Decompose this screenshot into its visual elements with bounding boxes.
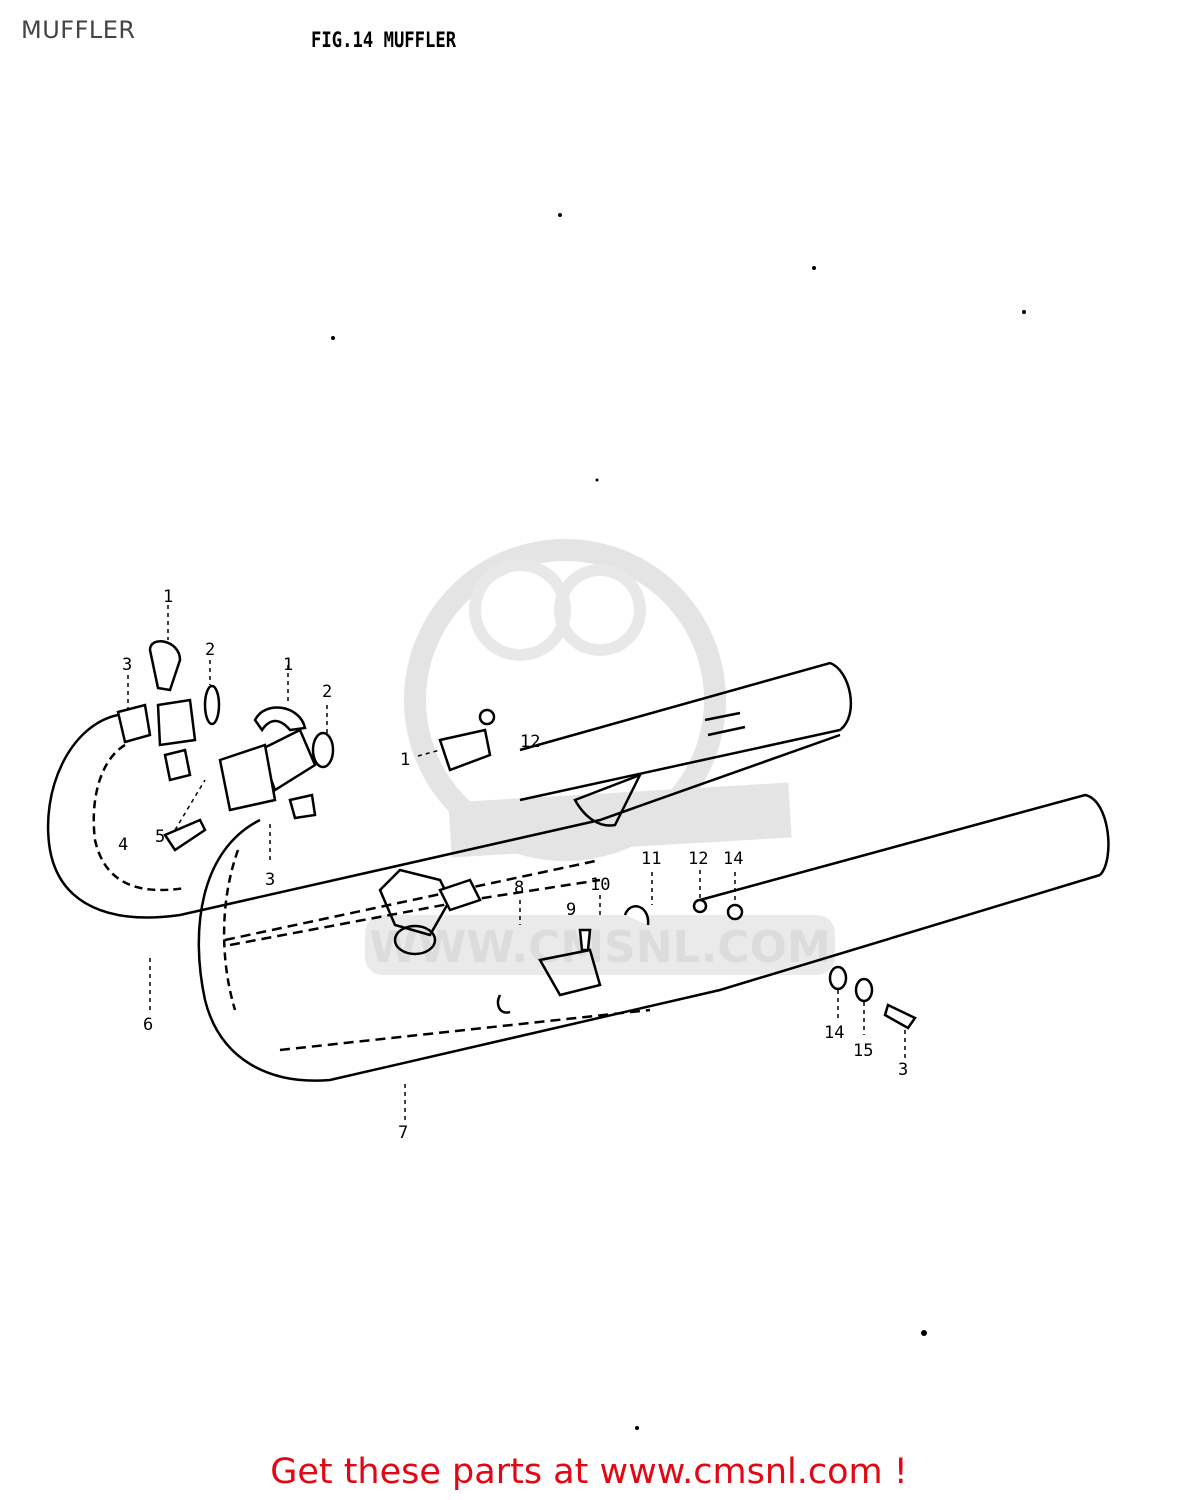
bolt-4 xyxy=(163,818,207,852)
clamp-3 xyxy=(116,703,152,744)
clamp-bracket xyxy=(163,748,192,782)
muffler-7-mark xyxy=(496,994,511,1014)
watermark-cms-band xyxy=(448,782,792,858)
bolt-3 xyxy=(883,1003,917,1030)
callout-label: 9 xyxy=(566,900,576,920)
washer-10 xyxy=(623,905,650,926)
figure-title: FIG.14 MUFFLER xyxy=(311,28,457,52)
bracket-8 xyxy=(438,878,482,912)
muffler-7-lower-edge xyxy=(279,1008,651,1052)
callout-label: 8 xyxy=(514,878,524,898)
leader-lines xyxy=(127,605,906,1120)
watermark-goggle-left xyxy=(469,559,571,661)
bolt-9 xyxy=(578,928,592,952)
callout-label: 12 xyxy=(520,732,540,752)
callout-label: 1 xyxy=(400,750,410,770)
small-parts xyxy=(116,640,917,1030)
washer-14b xyxy=(828,965,848,991)
connector-pipe xyxy=(156,698,197,747)
clamp-bracket-b xyxy=(288,793,317,820)
gasket-2b xyxy=(311,731,335,769)
muffler-6-marks xyxy=(704,711,746,737)
exhaust-pipe-7-inner xyxy=(222,849,240,1011)
muffler-6 xyxy=(46,661,853,942)
exhaust-pipe-7 xyxy=(197,818,1101,1082)
screw-12b xyxy=(692,898,708,914)
callout-label: 5 xyxy=(155,827,165,847)
watermark-goggle-right xyxy=(554,564,646,656)
exhaust-pipe-joint-1 xyxy=(148,640,182,692)
nut-15 xyxy=(854,977,874,1003)
leader-11 xyxy=(417,749,441,757)
cms-watermark: WWW.CMSNL.COM xyxy=(365,539,835,975)
gasket-2 xyxy=(203,684,221,726)
callout-label: 1 xyxy=(283,655,293,675)
callout-label: 2 xyxy=(205,640,215,660)
exhaust-pipe-6-inner xyxy=(92,743,186,892)
clamp-3b xyxy=(218,743,277,812)
callout-label: 14 xyxy=(723,849,743,869)
callout-label: 4 xyxy=(118,835,128,855)
watermark-text: WWW.CMSNL.COM xyxy=(369,922,831,973)
watermark-url-band xyxy=(365,915,835,975)
washer-14 xyxy=(726,903,744,921)
footer-promo: Get these parts at www.cmsnl.com ! xyxy=(270,1452,908,1492)
screw-12 xyxy=(478,708,496,726)
muffler-6-body xyxy=(519,661,853,802)
callout-labels: 1 2 3 1 2 5 4 3 6 7 1 12 8 9 10 11 12 14… xyxy=(118,587,908,1143)
callout-label: 10 xyxy=(590,875,610,895)
callout-label: 15 xyxy=(853,1041,873,1061)
exploded-view-diagram: WWW.CMSNL.COM xyxy=(46,213,1110,1430)
page-title: MUFFLER xyxy=(21,16,136,44)
callout-label: 12 xyxy=(688,849,708,869)
muffler-7-body xyxy=(699,793,1110,902)
exhaust-pipe-6 xyxy=(46,713,841,919)
exhaust-pipe-joint-1b xyxy=(253,706,307,733)
callout-label: 7 xyxy=(398,1123,408,1143)
cap-11 xyxy=(438,728,492,772)
mounting-bracket xyxy=(538,948,602,997)
callout-label: 3 xyxy=(898,1060,908,1080)
callout-label: 1 xyxy=(163,587,173,607)
leader-5 xyxy=(174,779,206,831)
muffler-6-bracket xyxy=(573,772,643,827)
scan-specks xyxy=(331,213,1026,1430)
callout-label: 2 xyxy=(322,682,332,702)
callout-label: 14 xyxy=(824,1023,844,1043)
callout-label: 3 xyxy=(265,870,275,890)
callout-label: 11 xyxy=(641,849,661,869)
muffler-7-bracket xyxy=(393,924,437,956)
callout-label: 6 xyxy=(143,1015,153,1035)
callout-label: 3 xyxy=(122,655,132,675)
